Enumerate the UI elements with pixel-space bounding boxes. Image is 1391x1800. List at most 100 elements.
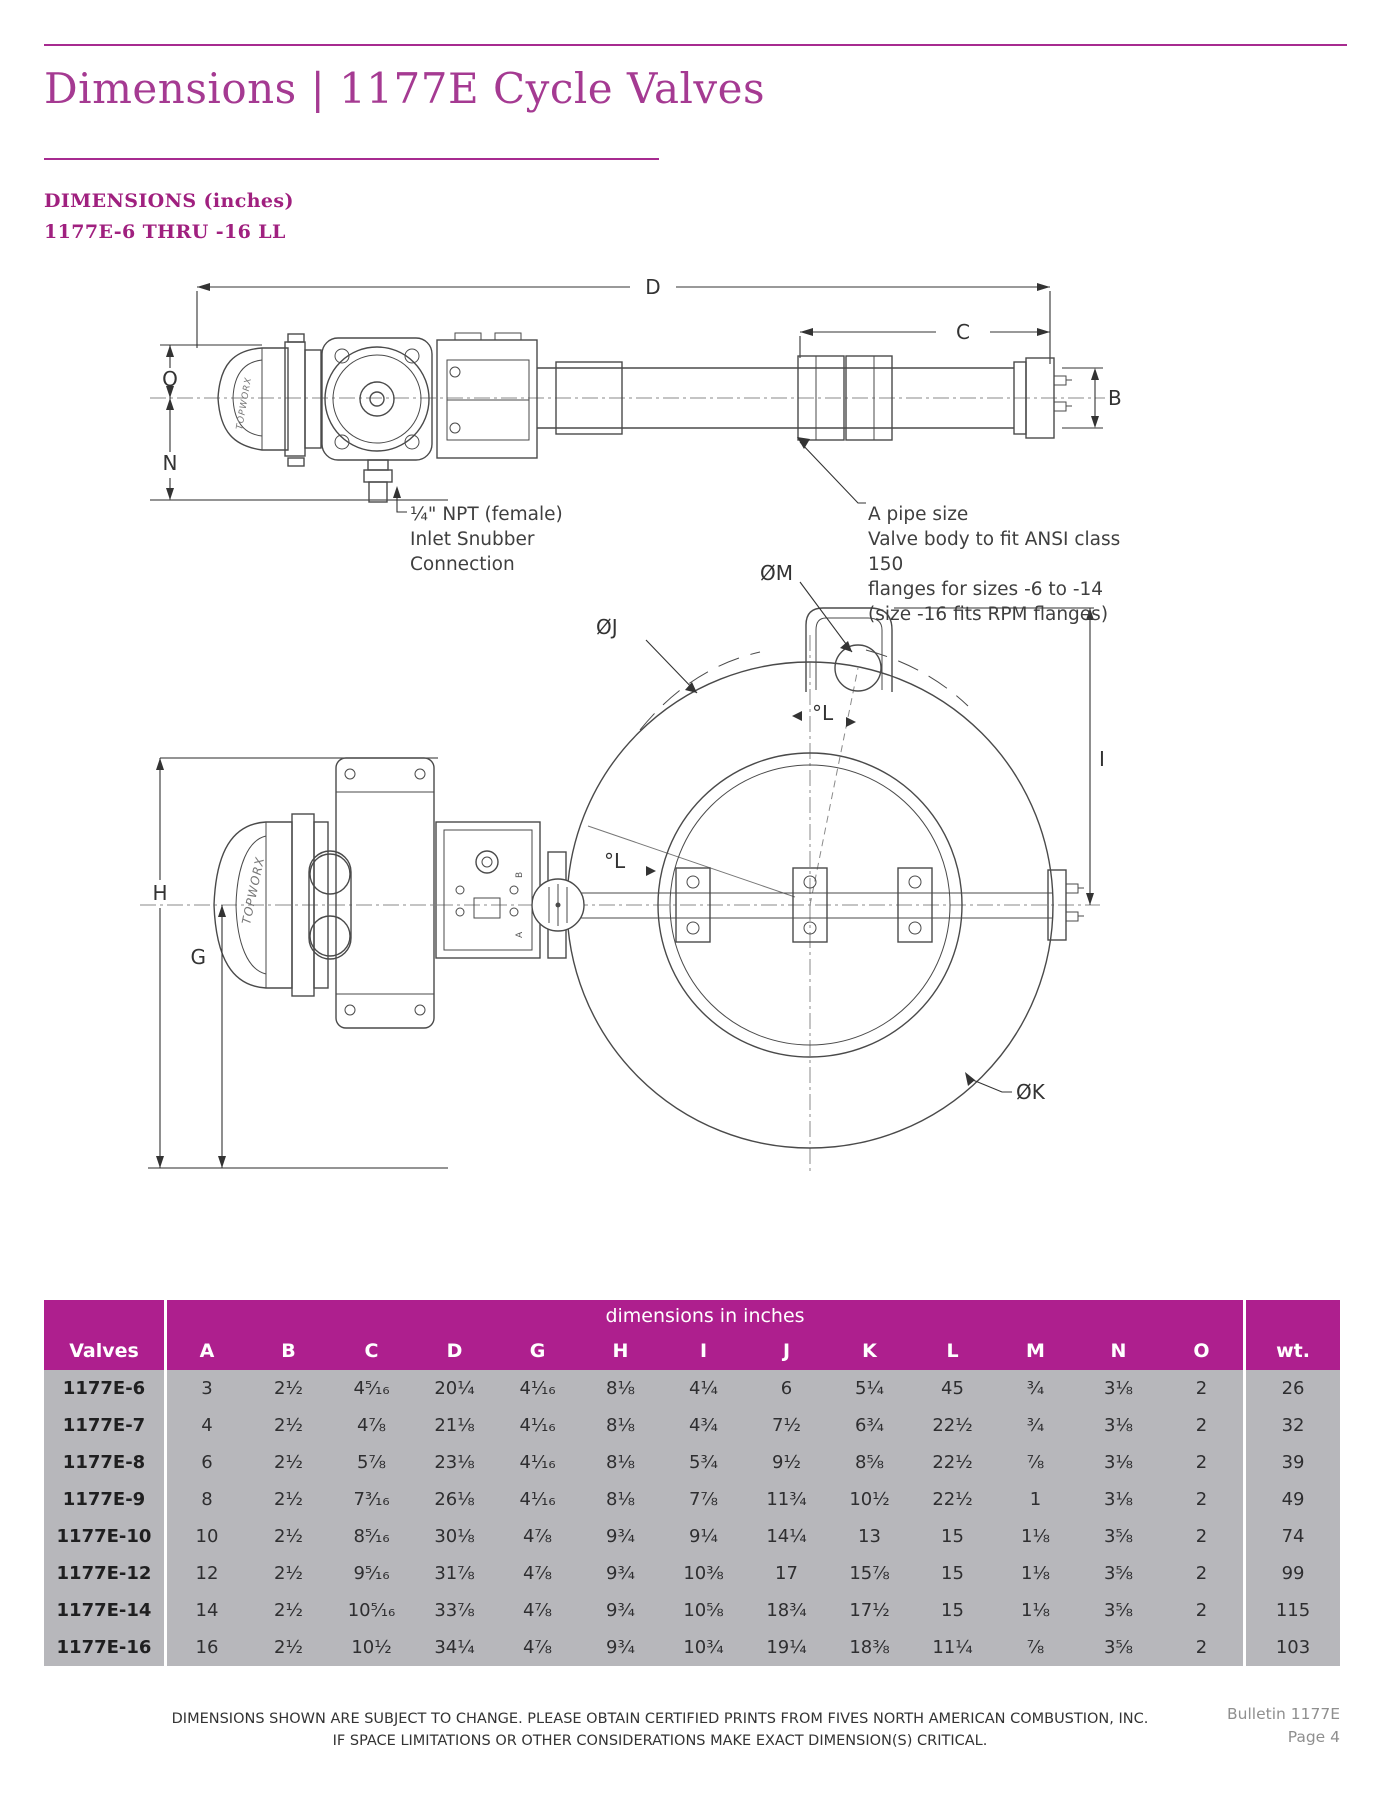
dimension-cell: 4¾ <box>662 1407 745 1444</box>
dimension-cell: 10⅜ <box>662 1555 745 1592</box>
dimension-cell: 34¼ <box>413 1629 496 1666</box>
dimension-cell: 2½ <box>247 1629 330 1666</box>
dimension-cell: 4¹⁄₁₆ <box>496 1407 579 1444</box>
dimension-cell: 8⅛ <box>579 1407 662 1444</box>
dimension-cell: 10¾ <box>662 1629 745 1666</box>
dimension-cell: 16 <box>164 1629 247 1666</box>
dimension-cell: 5¼ <box>828 1370 911 1407</box>
dimension-cell: ⅞ <box>994 1444 1077 1481</box>
col-header-n: N <box>1077 1332 1160 1370</box>
dimension-cell: 2½ <box>247 1592 330 1629</box>
dimensions-table: dimensions in inches Valves A B C D G H … <box>44 1300 1341 1666</box>
dimension-cell: 3⅛ <box>1077 1407 1160 1444</box>
dimension-cell: 5¾ <box>662 1444 745 1481</box>
panel-mark-b: B <box>515 872 525 878</box>
brand-text-bottom: TOPWORX <box>239 855 267 925</box>
dimension-cell: 18⅜ <box>828 1629 911 1666</box>
dimension-cell: 3⅝ <box>1077 1592 1160 1629</box>
dim-label-n: N <box>163 451 178 475</box>
dimension-cell: 3⅛ <box>1077 1481 1160 1518</box>
panel-mark-a: A <box>515 931 525 938</box>
dimension-cell: 4⅞ <box>496 1629 579 1666</box>
col-header-d: D <box>413 1332 496 1370</box>
dimension-cell: 10⁵⁄₁₆ <box>330 1592 413 1629</box>
dimension-cell: 9¼ <box>662 1518 745 1555</box>
dimension-cell: 2 <box>1160 1555 1244 1592</box>
col-header-o: O <box>1160 1332 1244 1370</box>
weight-cell: 74 <box>1243 1518 1341 1555</box>
dimension-cell: 9¾ <box>579 1518 662 1555</box>
dimension-cell: 45 <box>911 1370 994 1407</box>
span-header-cell: dimensions in inches <box>164 1300 1244 1332</box>
angle-label-l1: °L <box>812 701 834 725</box>
dimension-cell: 33⅞ <box>413 1592 496 1629</box>
dimension-cell: 3⅛ <box>1077 1370 1160 1407</box>
dimension-cell: 4⅞ <box>496 1518 579 1555</box>
dimension-cell: 8⅛ <box>579 1370 662 1407</box>
top-rule <box>44 44 1347 46</box>
dimension-cell: 2½ <box>247 1555 330 1592</box>
dimension-cell: 2 <box>1160 1592 1244 1629</box>
dimension-cell: 3⅝ <box>1077 1518 1160 1555</box>
dimension-cell: 2½ <box>247 1370 330 1407</box>
col-header-j: J <box>745 1332 828 1370</box>
dimension-cell: 9⁵⁄₁₆ <box>330 1555 413 1592</box>
weight-cell: 115 <box>1243 1592 1341 1629</box>
col-header-valves: Valves <box>44 1332 164 1370</box>
valve-model-cell: 1177E-6 <box>44 1370 164 1407</box>
dimension-cell: 14¼ <box>745 1518 828 1555</box>
angle-label-l2: °L <box>604 849 626 873</box>
dimension-cell: 15 <box>911 1518 994 1555</box>
dimension-cell: 9¾ <box>579 1555 662 1592</box>
dimension-cell: 4 <box>164 1407 247 1444</box>
dimension-cell: 15 <box>911 1592 994 1629</box>
dimension-cell: 5⅞ <box>330 1444 413 1481</box>
title-underline-rule <box>44 158 659 160</box>
col-header-g: G <box>496 1332 579 1370</box>
weight-cell: 26 <box>1243 1370 1341 1407</box>
dimension-cell: 11¼ <box>911 1629 994 1666</box>
valve-model-cell: 1177E-9 <box>44 1481 164 1518</box>
dimension-cell: 4⅞ <box>496 1555 579 1592</box>
dimension-cell: 7½ <box>745 1407 828 1444</box>
dim-label-om: ØM <box>760 561 793 585</box>
dimension-cell: 1⅛ <box>994 1592 1077 1629</box>
col-header-m: M <box>994 1332 1077 1370</box>
dim-label-i: I <box>1099 747 1105 771</box>
dimension-cell: 22½ <box>911 1481 994 1518</box>
col-header-l: L <box>911 1332 994 1370</box>
dimension-cell: 7³⁄₁₆ <box>330 1481 413 1518</box>
dim-label-c: C <box>956 320 970 344</box>
col-header-a: A <box>164 1332 247 1370</box>
dimension-cell: 4⅞ <box>496 1592 579 1629</box>
dimension-cell: 8⅛ <box>579 1481 662 1518</box>
dimension-cell: 3⅛ <box>1077 1444 1160 1481</box>
dimension-cell: 7⅞ <box>662 1481 745 1518</box>
valve-model-cell: 1177E-14 <box>44 1592 164 1629</box>
dimension-cell: 2½ <box>247 1518 330 1555</box>
col-header-i: I <box>662 1332 745 1370</box>
dimension-cell: ¾ <box>994 1370 1077 1407</box>
dimension-cell: 3⅝ <box>1077 1629 1160 1666</box>
dimension-cell: 11¾ <box>745 1481 828 1518</box>
dimension-cell: 4¹⁄₁₆ <box>496 1444 579 1481</box>
valve-model-cell: 1177E-10 <box>44 1518 164 1555</box>
col-header-c: C <box>330 1332 413 1370</box>
dimension-cell: 17½ <box>828 1592 911 1629</box>
section-label-dimensions: DIMENSIONS (inches) <box>44 190 294 212</box>
dimension-cell: 9¾ <box>579 1629 662 1666</box>
dimension-cell: 15⅞ <box>828 1555 911 1592</box>
valve-model-cell: 1177E-8 <box>44 1444 164 1481</box>
dimension-cell: 2 <box>1160 1444 1244 1481</box>
dimension-cell: 2½ <box>247 1444 330 1481</box>
dimension-cell: 6¾ <box>828 1407 911 1444</box>
dimension-cell: 15 <box>911 1555 994 1592</box>
dimension-cell: 1⅛ <box>994 1555 1077 1592</box>
dimension-cell: 3⅝ <box>1077 1555 1160 1592</box>
